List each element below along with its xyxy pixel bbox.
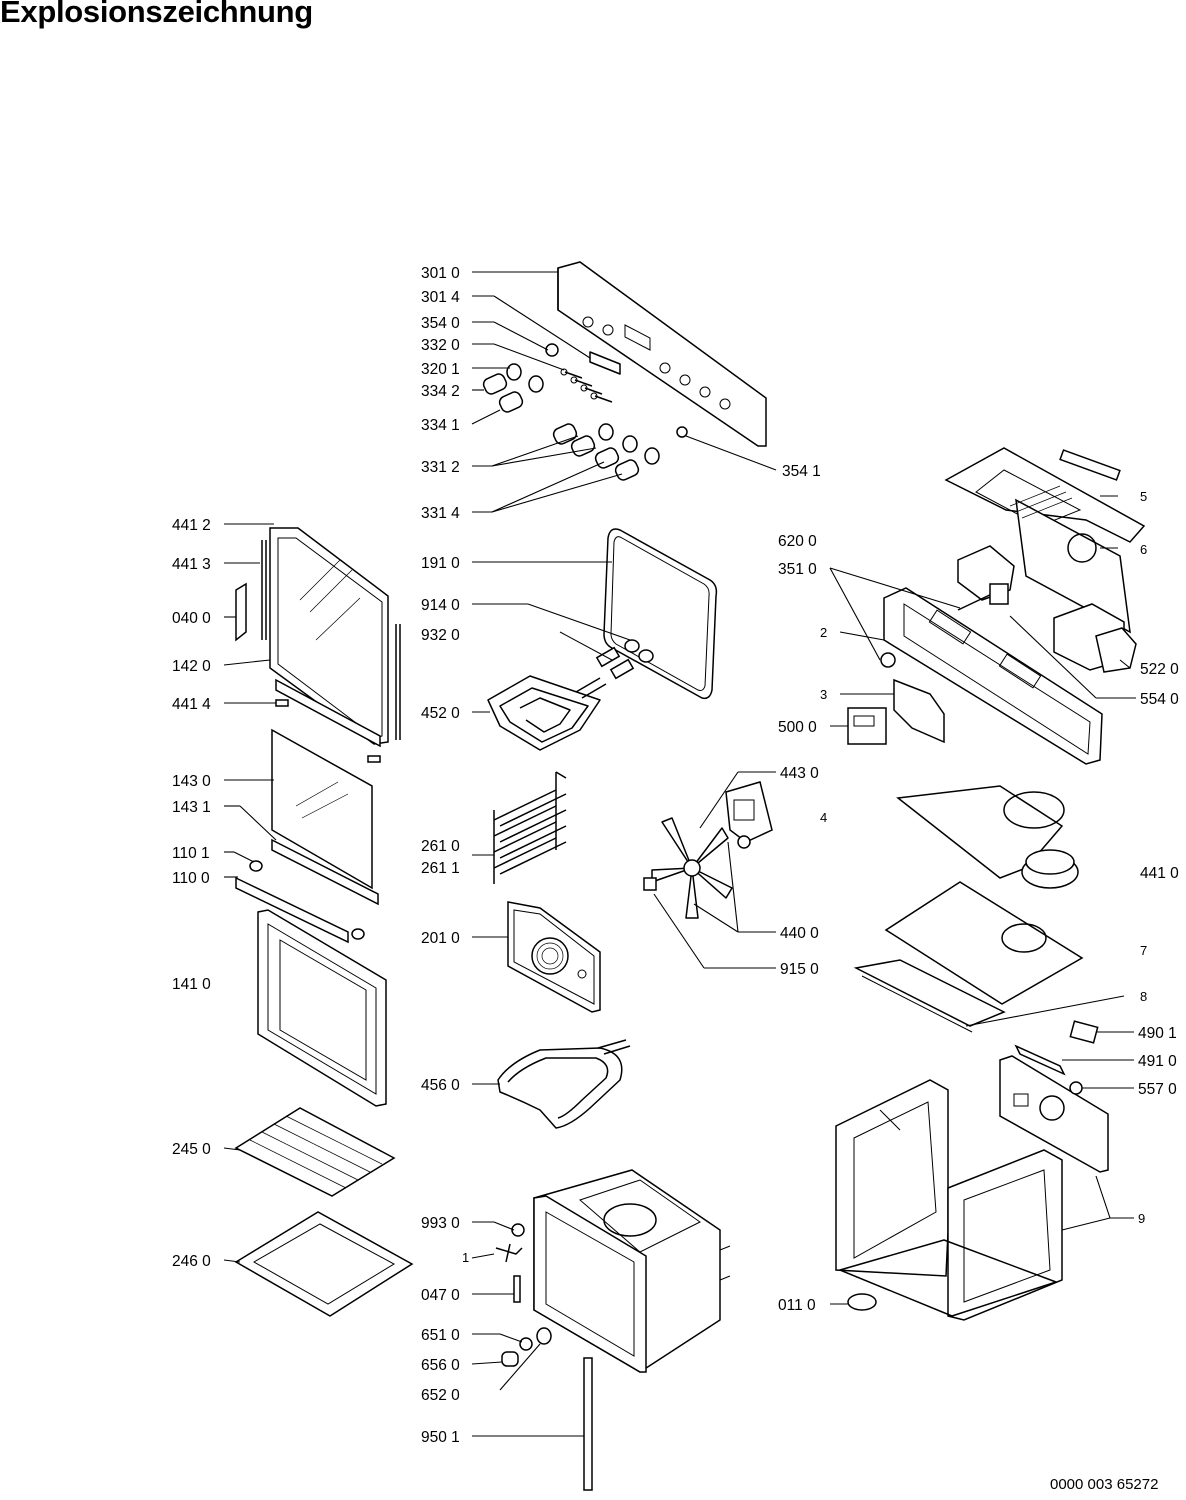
part-label: 456 0 [421, 1077, 460, 1094]
wire-rack-part [234, 1107, 396, 1197]
part-label: 354 0 [421, 315, 460, 332]
part-label: 490 1 [1138, 1025, 1177, 1042]
part-label: 4 [820, 810, 827, 825]
outer-door-part [257, 909, 387, 1107]
part-label: 656 0 [421, 1357, 460, 1374]
part-label: 301 0 [421, 265, 460, 282]
part-label: 652 0 [421, 1387, 460, 1404]
leader-lines [223, 271, 1136, 1437]
switch-parts [957, 545, 1137, 673]
part-label: 143 0 [172, 773, 211, 790]
part-label: 354 1 [782, 463, 821, 480]
part-label: 142 0 [172, 658, 211, 675]
part-label: 440 0 [780, 925, 819, 942]
oven-cavity-part [533, 1169, 731, 1373]
part-label: 246 0 [172, 1253, 211, 1270]
part-label: 331 4 [421, 505, 460, 522]
part-label: 522 0 [1140, 661, 1179, 678]
part-label: 491 0 [1138, 1053, 1177, 1070]
control-knobs-parts [482, 343, 688, 481]
part-label: 441 4 [172, 696, 211, 713]
inner-glass-part [271, 728, 379, 906]
part-label: 332 0 [421, 337, 460, 354]
cavity-small-parts [495, 1223, 593, 1491]
part-label: 651 0 [421, 1327, 460, 1344]
part-label: 261 1 [421, 860, 460, 877]
shelf-support-part [493, 771, 567, 884]
grill-heater-part [487, 675, 607, 751]
fan-cover-part [853, 785, 1084, 1033]
part-label: 441 0 [1140, 865, 1179, 882]
part-label: 191 0 [421, 555, 460, 572]
part-label: 040 0 [172, 610, 211, 627]
part-label: 245 0 [172, 1141, 211, 1158]
part-label: 110 1 [172, 845, 210, 862]
part-label: 7 [1140, 943, 1147, 958]
part-label: 557 0 [1138, 1081, 1177, 1098]
part-label: 9 [1138, 1211, 1145, 1226]
part-label: 334 2 [421, 383, 460, 400]
part-label: 011 0 [778, 1297, 816, 1314]
part-label: 993 0 [421, 1215, 460, 1232]
document-number: 0000 003 65272 [1050, 1476, 1159, 1493]
part-labels: 301 0 301 4 354 0 332 0 320 1 334 2 334 … [172, 265, 1179, 1446]
part-label: 320 1 [421, 361, 460, 378]
part-label: 5 [1140, 489, 1147, 504]
fan-motor-part [643, 781, 773, 919]
part-label: 441 2 [172, 517, 211, 534]
part-label: 301 4 [421, 289, 460, 306]
part-label: 334 1 [421, 417, 460, 434]
part-label: 554 0 [1140, 691, 1179, 708]
part-label: 143 1 [172, 799, 211, 816]
part-label: 141 0 [172, 976, 211, 993]
part-label: 2 [820, 625, 827, 640]
part-label: 110 0 [172, 870, 210, 887]
rear-electrical-panel-part [999, 1020, 1109, 1173]
part-label: 201 0 [421, 930, 460, 947]
part-label: 3 [820, 687, 827, 702]
part-label: 1 [462, 1250, 469, 1265]
part-label: 443 0 [780, 765, 819, 782]
heater-fittings-part [559, 631, 654, 680]
part-label: 950 1 [421, 1429, 460, 1446]
outer-housing-part [835, 1079, 1063, 1321]
lower-heater-part [497, 1039, 631, 1129]
door-hinge-part [235, 860, 365, 944]
part-label: 500 0 [778, 719, 817, 736]
part-label: 047 0 [421, 1287, 460, 1304]
part-label: 452 0 [421, 705, 460, 722]
part-label: 620 0 [778, 533, 817, 550]
door-gasket-part [603, 528, 718, 700]
part-label: 351 0 [778, 561, 817, 578]
part-label: 261 0 [421, 838, 460, 855]
control-panel-part [557, 261, 767, 447]
part-label: 8 [1140, 989, 1147, 1004]
part-label: 441 3 [172, 556, 211, 573]
part-label: 932 0 [421, 627, 460, 644]
part-label: 6 [1140, 542, 1147, 557]
part-label: 915 0 [780, 961, 819, 978]
top-cover-part [944, 447, 1146, 634]
part-label: 331 2 [421, 459, 460, 476]
baking-tray-part [234, 1211, 414, 1317]
diagram-title: Explosionszeichnung [0, 0, 313, 29]
rear-panel-part [507, 901, 601, 1013]
door-frame-part [235, 527, 401, 763]
part-label: 914 0 [421, 597, 460, 614]
timer-bracket-part [847, 678, 945, 745]
